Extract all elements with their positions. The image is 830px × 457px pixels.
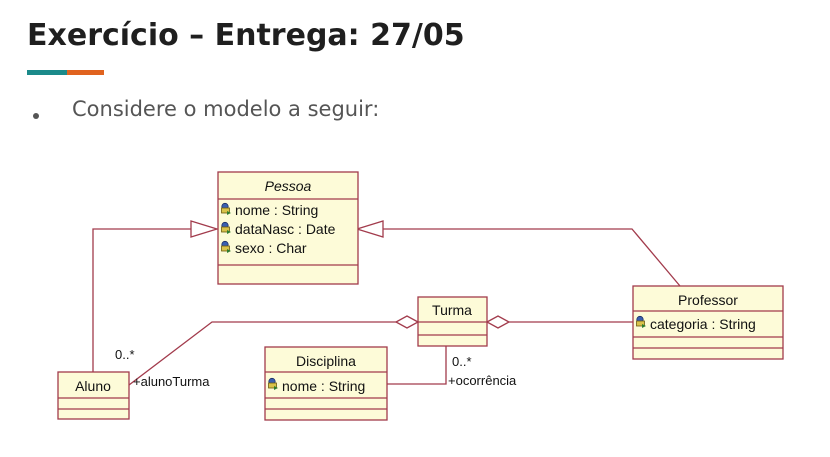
title-accent-orange bbox=[67, 70, 104, 75]
aggregation-diamond-turma-left bbox=[394, 315, 420, 329]
association-aluno-turma bbox=[128, 321, 396, 386]
class-aluno-name: Aluno bbox=[75, 378, 111, 394]
pessoa-attr-sexo: sexo : Char bbox=[235, 240, 307, 256]
class-pessoa-name: Pessoa bbox=[265, 178, 312, 194]
aluno-turma-multiplicity: 0..* bbox=[115, 347, 135, 362]
professor-attr-categoria: categoria : String bbox=[650, 316, 756, 332]
association-disciplina-turma bbox=[387, 346, 447, 385]
pessoa-attr-nome: nome : String bbox=[235, 202, 318, 218]
title-accent-teal bbox=[27, 70, 67, 75]
class-aluno[interactable]: Aluno bbox=[57, 371, 130, 420]
generalization-arrowhead-left bbox=[190, 220, 220, 238]
class-professor-name: Professor bbox=[678, 292, 738, 308]
class-disciplina-name: Disciplina bbox=[296, 353, 356, 369]
generalization-arrowhead-right bbox=[354, 220, 384, 238]
pessoa-attr-datanasc: dataNasc : Date bbox=[235, 221, 336, 237]
aggregation-diamond-turma-right bbox=[485, 315, 511, 329]
class-disciplina[interactable]: Disciplina nome : String bbox=[264, 346, 388, 421]
generalization-professor-pessoa bbox=[383, 228, 681, 287]
class-turma-name: Turma bbox=[432, 302, 472, 318]
bullet-icon bbox=[33, 113, 39, 119]
disciplina-turma-multiplicity: 0..* bbox=[452, 354, 472, 369]
class-turma[interactable]: Turma bbox=[417, 296, 488, 347]
aluno-turma-role: +alunoTurma bbox=[133, 374, 210, 389]
connectors bbox=[92, 220, 681, 386]
generalization-aluno-pessoa bbox=[92, 228, 191, 372]
disciplina-turma-role: +ocorrência bbox=[448, 373, 517, 388]
class-pessoa[interactable]: Pessoa nome : String dataNasc : Date sex… bbox=[217, 171, 359, 285]
disciplina-attr-nome: nome : String bbox=[282, 378, 365, 394]
bullet-text: Considere o modelo a seguir: bbox=[72, 97, 380, 121]
class-professor[interactable]: Professor categoria : String bbox=[632, 285, 784, 360]
slide-title: Exercício – Entrega: 27/05 bbox=[27, 18, 465, 53]
